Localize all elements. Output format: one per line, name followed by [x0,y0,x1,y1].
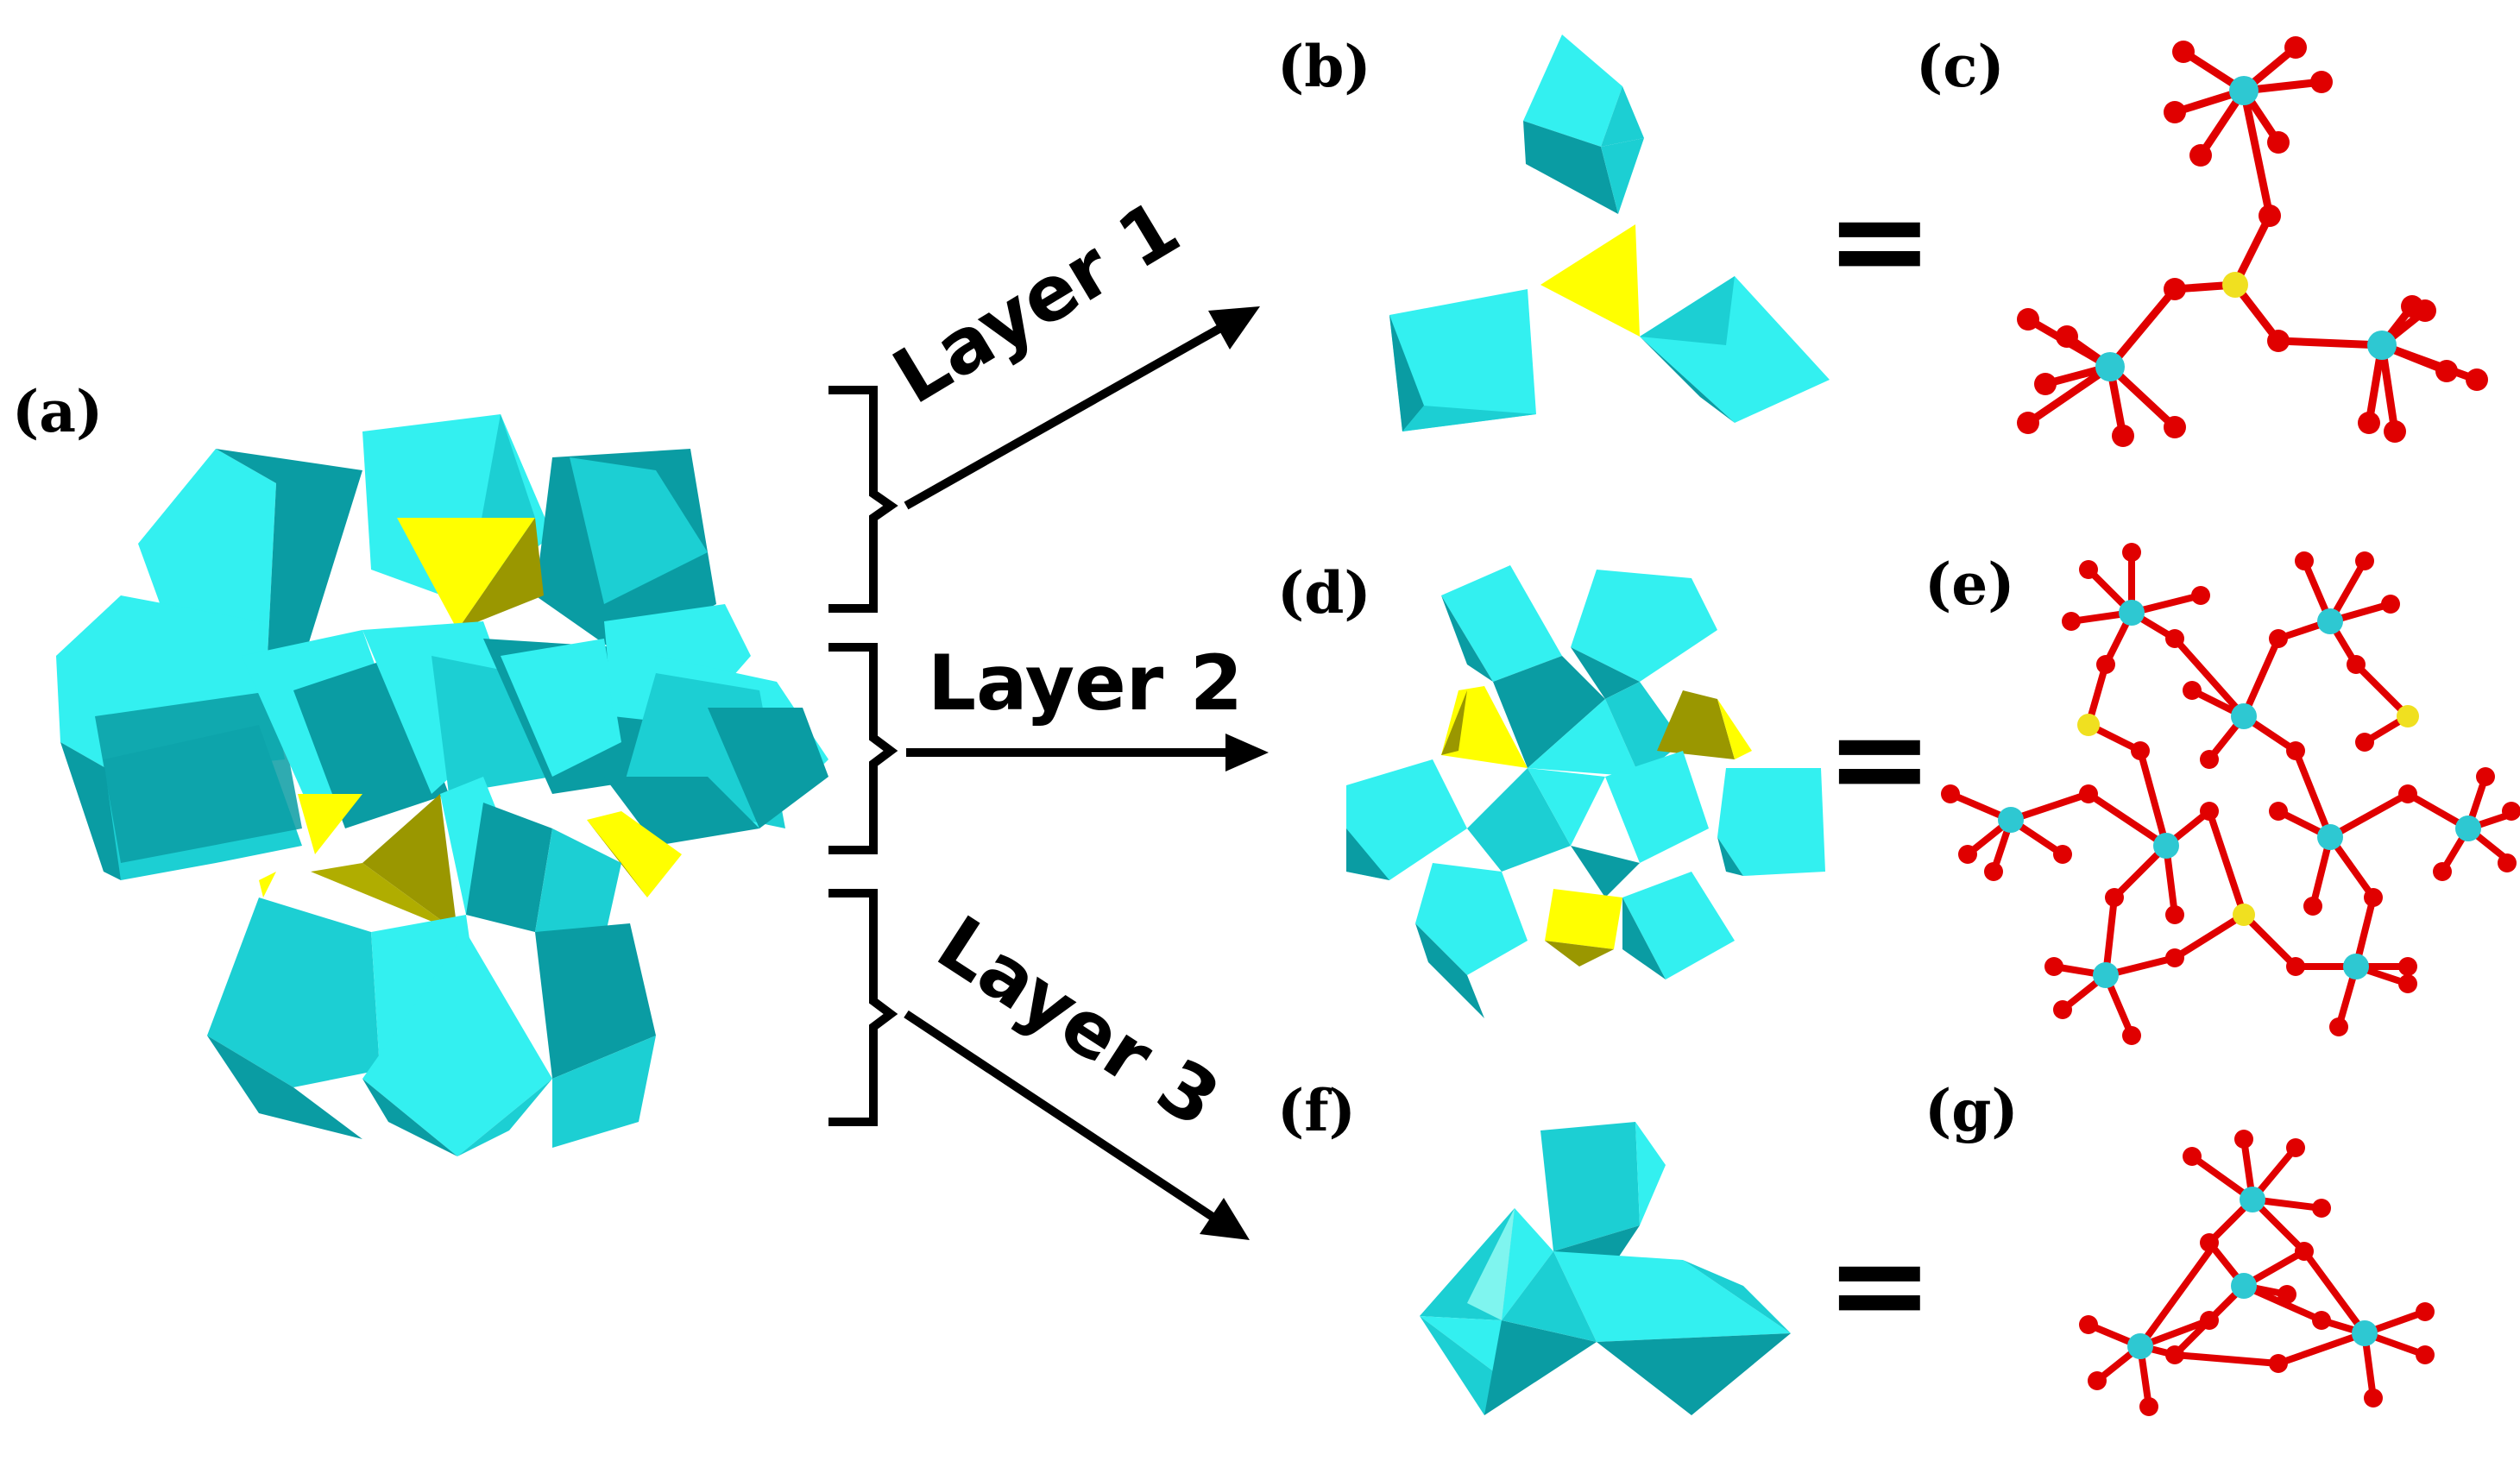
tetrahedron [587,820,647,897]
octahedron [552,1036,656,1148]
tetrahedron [362,794,457,932]
octahedron [1640,276,1830,423]
layer-label-2: Layer 2 [928,639,1243,727]
octahedron [1523,35,1622,147]
panel-label-f: (f) [1277,1077,1356,1144]
cluster-polyhedra [56,414,828,1156]
equals-sign-f: = [1825,1210,1934,1360]
layer-label-1: Layer 1 [879,183,1194,421]
layer1-polyhedra [1389,35,1830,431]
octahedron [1601,138,1644,214]
layer2-ball-and-stick [1941,543,2520,1045]
octahedron [362,932,552,1156]
octahedron [466,803,552,932]
octahedron [535,828,621,941]
panel-label-b: (b) [1277,33,1371,100]
arrow-layer-1 [904,306,1260,510]
tetrahedron [457,518,544,630]
equals-sign-b: = [1825,166,1934,316]
octahedron [1389,315,1424,431]
octahedron [1523,121,1618,214]
octahedron [708,708,828,828]
octahedron [501,639,621,777]
tetrahedron [1540,224,1640,337]
layer3-ball-and-stick [2079,1130,2435,1416]
octahedron [1640,276,1735,345]
tetrahedron [587,811,682,897]
panel-label-e: (e) [1925,551,2014,618]
octahedron [216,449,362,664]
layer3-polyhedra [1420,1122,1791,1415]
octahedron [138,449,276,656]
panel-label-d: (d) [1277,559,1371,627]
layer-label-3: Layer 3 [923,898,1235,1144]
layer1-ball-and-stick [2017,36,2488,447]
octahedron [95,690,302,863]
tetrahedron [397,518,535,630]
layer2-polyhedra [1346,565,1825,1018]
panel-label-a: (a) [12,378,103,445]
equals-sign-d: = [1825,683,1934,834]
panel-label-c: (c) [1916,33,2005,100]
bracket-layer-2 [828,643,898,854]
octahedron [207,1036,362,1139]
panel-label-g: (g) [1925,1077,2019,1144]
octahedron [457,1079,552,1156]
octahedron [1640,337,1735,423]
bracket-layer-1 [828,386,898,613]
arrow-layer-3 [904,1010,1250,1240]
octahedron [570,457,708,604]
octahedron [1389,289,1536,431]
tetrahedron [298,794,362,854]
bracket-layer-3 [828,889,898,1126]
arrow-layer-2 [906,734,1269,771]
octahedron [535,923,656,1079]
octahedron [1402,406,1536,431]
octahedron [1601,86,1644,147]
tetrahedron [311,863,457,932]
tetrahedron [259,872,276,897]
octahedron [207,897,380,1087]
octahedron [362,1079,457,1156]
